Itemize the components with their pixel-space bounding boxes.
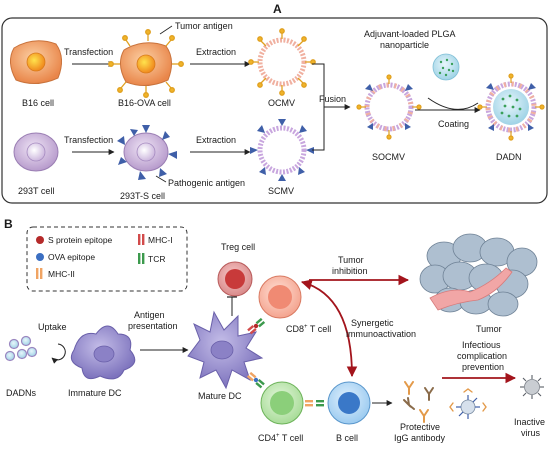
cd4-label: CD4+ T cell [258, 433, 303, 443]
cd8-t-cell [258, 275, 302, 319]
socmv-label: SOCMV [372, 152, 405, 162]
synergetic-arrow [300, 279, 358, 378]
mhc2-swatch [36, 268, 43, 279]
transfection-label-2: Transfection [64, 135, 113, 145]
antigen-presentation-label-2: presentation [128, 321, 178, 331]
synergetic-label-1: Synergetic [351, 318, 394, 328]
mhc1-swatch [138, 234, 145, 245]
cell-293t [13, 132, 59, 172]
inactive-virus-label-1: Inactive [514, 417, 545, 427]
cd4-bcell-connector [305, 400, 324, 407]
legend-ova: OVA epitope [48, 252, 95, 262]
tumor-antigen-pointer [159, 25, 173, 35]
dadns-cluster [4, 335, 38, 362]
tcr-swatch [138, 253, 145, 264]
neutralized-virus [449, 388, 487, 419]
infectious-label-1: Infectious [462, 340, 501, 350]
b16-ova-cell-label: B16-OVA cell [118, 98, 171, 108]
immature-dc-label: Immature DC [68, 388, 122, 398]
panel-a-letter: A [273, 2, 282, 16]
inactive-virus-label-2: virus [521, 428, 541, 438]
dadns-label: DADNs [6, 388, 37, 398]
uptake-arrow [51, 343, 66, 364]
legend-tcr: TCR [148, 254, 165, 264]
transfection-label-1: Transfection [64, 47, 113, 57]
fusion-label: Fusion [319, 94, 346, 104]
b-cell [327, 381, 371, 425]
legend-s-protein: S protein epitope [48, 235, 113, 245]
cd4-t-cell [260, 381, 304, 425]
treg-cell [217, 261, 253, 297]
mature-dc-label: Mature DC [198, 391, 242, 401]
extraction-label-2: Extraction [196, 135, 236, 145]
pathogenic-antigen-pointer [155, 175, 167, 183]
protective-label-1: Protective [400, 422, 440, 432]
treg-label: Treg cell [221, 242, 255, 252]
cell-293t-s [117, 125, 177, 180]
tumor-inhibition-label-2: inhibition [332, 266, 368, 276]
infectious-label-2: complication [457, 351, 507, 361]
coating-curve [427, 97, 479, 110]
panel-a-frame [1, 17, 548, 204]
coating-label: Coating [438, 119, 469, 129]
ocmv-label: OCMV [268, 98, 295, 108]
b16-cell-label: B16 cell [22, 98, 54, 108]
legend: S protein epitope OVA epitope MHC-II MHC… [26, 226, 188, 292]
b16-cell [10, 40, 62, 84]
s-protein-swatch [36, 236, 44, 244]
dadn-label: DADN [496, 152, 522, 162]
protective-label-2: IgG antibody [394, 433, 446, 443]
b16-ova-cell [108, 29, 184, 98]
plga-nanoparticle [432, 53, 460, 81]
ocmv-vesicle [248, 28, 316, 96]
cd8-label: CD8+ T cell [286, 324, 331, 334]
extraction-label-1: Extraction [196, 47, 236, 57]
pathogenic-antigen-label: Pathogenic antigen [168, 178, 245, 188]
legend-mhc1: MHC-I [148, 235, 173, 245]
dadn-particle [477, 73, 545, 141]
igg-antibodies [403, 381, 434, 423]
mhc2-tcr-synapse [246, 371, 265, 389]
tumor-antigen-label: Tumor antigen [175, 21, 233, 31]
panel-b-letter: B [4, 217, 13, 231]
adjuvant-label-1: Adjuvant-loaded PLGA [364, 29, 456, 39]
infectious-label-3: prevention [462, 362, 504, 372]
synergetic-label-2: immunoactivation [346, 329, 416, 339]
socmv-vesicle [356, 74, 422, 140]
fusion-bracket [312, 63, 325, 151]
ova-swatch [36, 253, 44, 261]
b-cell-label: B cell [336, 433, 358, 443]
mhc1-tcr-synapse [247, 317, 266, 335]
adjuvant-label-2: nanoparticle [380, 40, 429, 50]
antigen-presentation-label-1: Antigen [134, 310, 165, 320]
mature-dc [187, 310, 264, 390]
tumor-label: Tumor [476, 324, 502, 334]
cell-293t-label: 293T cell [18, 186, 54, 196]
inactive-virus [520, 375, 544, 399]
scmv-label: SCMV [268, 186, 294, 196]
immature-dc [70, 325, 136, 380]
legend-mhc2: MHC-II [48, 269, 75, 279]
tumor-mass [419, 233, 538, 317]
scmv-vesicle [250, 119, 314, 181]
tumor-inhibition-label-1: Tumor [338, 255, 364, 265]
uptake-label: Uptake [38, 322, 67, 332]
cell-293t-s-label: 293T-S cell [120, 191, 165, 201]
